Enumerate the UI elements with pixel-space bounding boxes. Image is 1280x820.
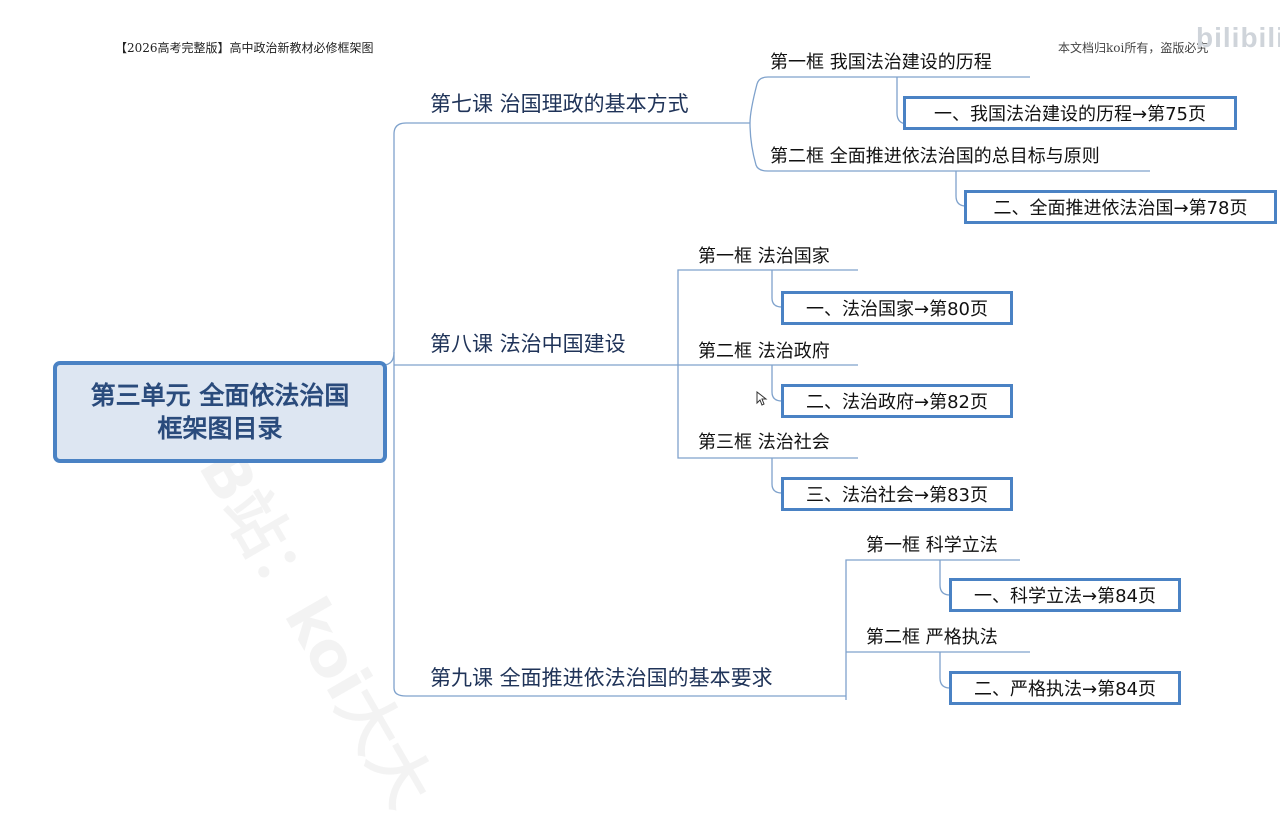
- page-link-80[interactable]: 一、法治国家→第80页: [781, 291, 1013, 325]
- lesson-8-node[interactable]: 第八课 法治中国建设: [430, 332, 626, 356]
- bilibili-logo: bilibili: [1196, 22, 1280, 53]
- mindmap-connectors: [382, 76, 1150, 700]
- lesson-8-frame-2[interactable]: 第二框 法治政府: [698, 341, 830, 362]
- root-subtitle: 框架图目录: [157, 414, 283, 443]
- page-link-78[interactable]: 二、全面推进依法治国→第78页: [964, 190, 1277, 224]
- lesson-7-frame-2[interactable]: 第二框 全面推进依法治国的总目标与原则: [770, 146, 1100, 167]
- lesson-9-node[interactable]: 第九课 全面推进依法治国的基本要求: [430, 666, 773, 690]
- root-node[interactable]: 第三单元 全面依法治国 框架图目录: [53, 361, 387, 463]
- root-title: 第三单元 全面依法治国: [90, 381, 350, 410]
- page-link-83[interactable]: 三、法治社会→第83页: [781, 477, 1013, 511]
- lesson-7-node[interactable]: 第七课 治国理政的基本方式: [430, 92, 689, 116]
- lesson-9-frame-1[interactable]: 第一框 科学立法: [866, 535, 998, 556]
- lesson-8-frame-1[interactable]: 第一框 法治国家: [698, 246, 830, 267]
- lesson-9-frame-2[interactable]: 第二框 严格执法: [866, 627, 998, 648]
- lesson-7-frame-1[interactable]: 第一框 我国法治建设的历程: [770, 52, 992, 73]
- page-link-75[interactable]: 一、我国法治建设的历程→第75页: [903, 96, 1237, 130]
- page-link-84-legislation[interactable]: 一、科学立法→第84页: [949, 578, 1181, 612]
- mouse-cursor-icon: [756, 391, 768, 406]
- copyright-notice: 本文档归koi所有，盗版必究: [1058, 41, 1209, 55]
- page-link-84-enforcement[interactable]: 二、严格执法→第84页: [949, 671, 1181, 705]
- document-title: 【2026高考完整版】高中政治新教材必修框架图: [115, 41, 374, 55]
- lesson-8-frame-3[interactable]: 第三框 法治社会: [698, 432, 830, 453]
- page-link-82[interactable]: 二、法治政府→第82页: [781, 384, 1013, 418]
